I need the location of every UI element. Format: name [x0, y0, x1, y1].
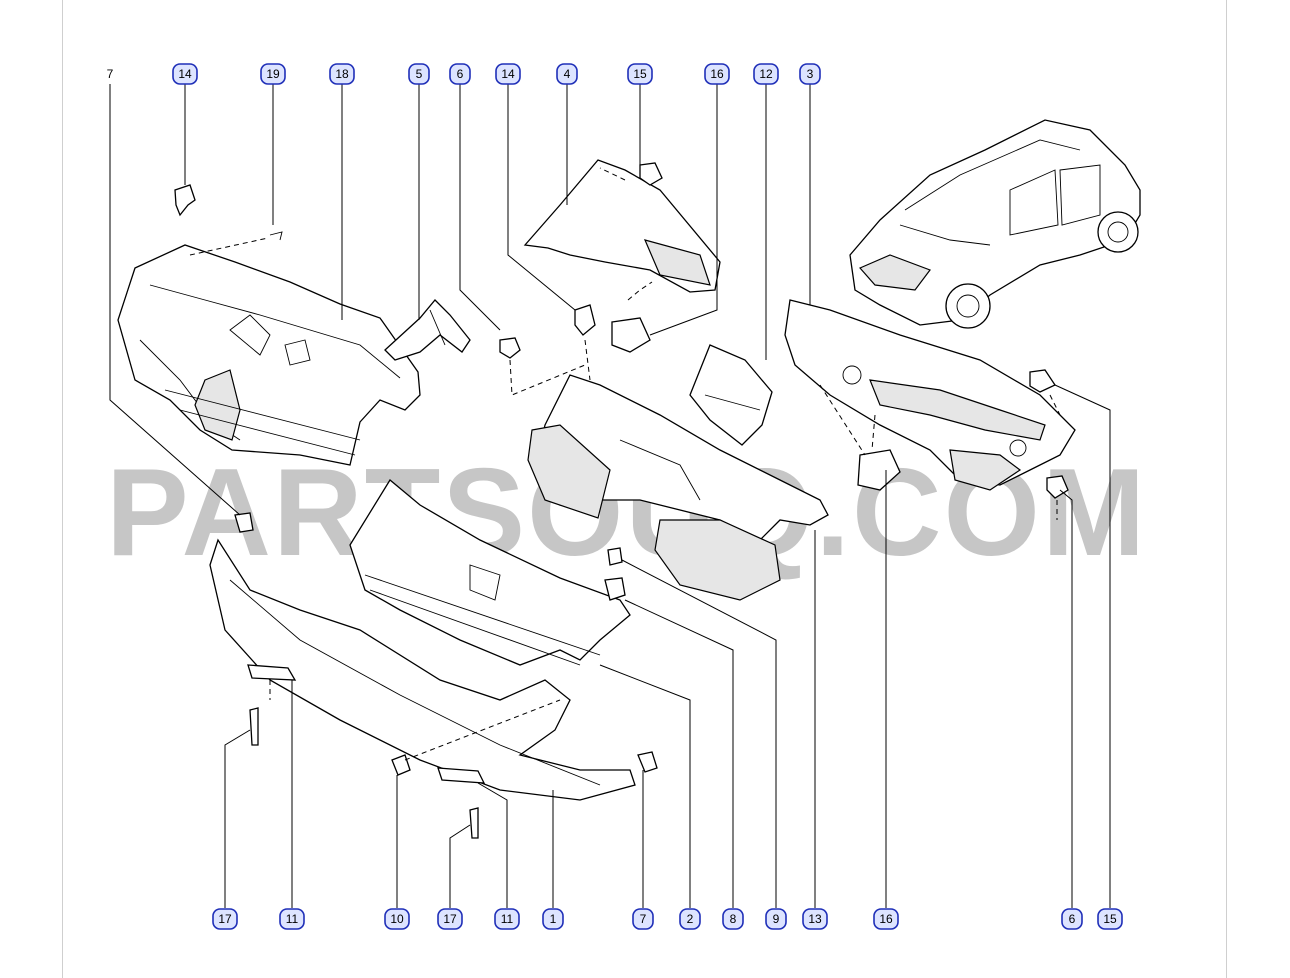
fasteners: [174, 162, 1069, 839]
rivet-17-left: [249, 707, 259, 746]
callout-10: 10: [384, 908, 410, 930]
callout-label: 18: [335, 67, 349, 81]
callout-label: 12: [759, 67, 773, 81]
callout-2: 2: [679, 908, 701, 930]
pin-6-left: [499, 337, 521, 359]
callout-label: 4: [564, 67, 571, 81]
clip-7-right: [637, 751, 658, 773]
bracket-16-right: [857, 449, 901, 491]
part-cowl-panel-3: [784, 299, 1076, 491]
part-main-grille-13: [527, 374, 829, 601]
callout-label: 3: [807, 67, 814, 81]
callout-label-clipped: 7: [107, 67, 114, 81]
clip-8: [604, 577, 626, 601]
callout-16: 16: [873, 908, 899, 930]
callout-label: 6: [457, 67, 464, 81]
callout-7: 7: [632, 908, 654, 930]
callout-15: 15: [1097, 908, 1123, 930]
screw-10: [391, 754, 411, 776]
bracket-16-top: [611, 317, 651, 353]
callout-4: 4: [556, 63, 578, 85]
callout-label: 13: [808, 912, 822, 926]
callout-12: 12: [753, 63, 779, 85]
callout-19: 19: [260, 63, 286, 85]
part-lower-spoiler-1: [209, 538, 636, 801]
callout-6: 6: [449, 63, 471, 85]
callout-16: 16: [704, 63, 730, 85]
callout-15: 15: [627, 63, 653, 85]
callout-label: 19: [266, 67, 280, 81]
callout-label: 14: [501, 67, 515, 81]
callout-label: 8: [730, 912, 737, 926]
clip-15-top: [639, 162, 663, 186]
part-upper-panel: [117, 244, 421, 466]
callout-9: 9: [765, 908, 787, 930]
callout-label: 11: [501, 912, 514, 926]
callout-label: 16: [710, 67, 724, 81]
callout-label: 15: [633, 67, 647, 81]
callout-6: 6: [1061, 908, 1083, 930]
callout-8: 8: [722, 908, 744, 930]
callout-label: 6: [1069, 912, 1076, 926]
callout-label: 9: [773, 912, 780, 926]
frame-left-border: [62, 0, 63, 978]
part-shroud-12: [689, 344, 773, 446]
callout-label: 15: [1103, 912, 1117, 926]
callout-label: 17: [443, 912, 457, 926]
callout-17: 17: [437, 908, 463, 930]
callout-label: 5: [416, 67, 423, 81]
callout-label: 7: [640, 912, 647, 926]
callout-14: 14: [495, 63, 521, 85]
frame-right-border: [1226, 0, 1227, 978]
callout-label: 1: [550, 912, 557, 926]
callout-label: 17: [218, 912, 232, 926]
clip-11-left: [247, 664, 297, 681]
clip-7-left: [234, 512, 254, 533]
clip-14-left: [174, 184, 196, 217]
callout-label: 16: [879, 912, 893, 926]
callout-18: 18: [329, 63, 355, 85]
assembly-lines: [189, 167, 1061, 761]
callout-1: 1: [542, 908, 564, 930]
callout-11: 11: [494, 908, 520, 930]
leader-lines: [109, 84, 1111, 908]
clip-15-right: [1029, 369, 1056, 393]
part-bracket-5: [384, 299, 471, 361]
clip-14-mid: [574, 304, 596, 336]
car-illustration: [849, 119, 1141, 329]
callout-label: 2: [687, 912, 694, 926]
part-inner-grille-2: [349, 479, 631, 666]
rivet-17-right: [469, 807, 479, 839]
callout-label: 11: [286, 912, 299, 926]
clip-11-right: [437, 767, 486, 784]
callout-13: 13: [802, 908, 828, 930]
callout-17: 17: [212, 908, 238, 930]
callout-11: 11: [279, 908, 305, 930]
part-cowl-side-4: [523, 159, 721, 293]
callout-label: 14: [178, 67, 192, 81]
screw-9: [607, 547, 623, 566]
callout-14: 14: [172, 63, 198, 85]
callout-5: 5: [408, 63, 430, 85]
callout-label: 10: [390, 912, 404, 926]
callout-3: 3: [799, 63, 821, 85]
